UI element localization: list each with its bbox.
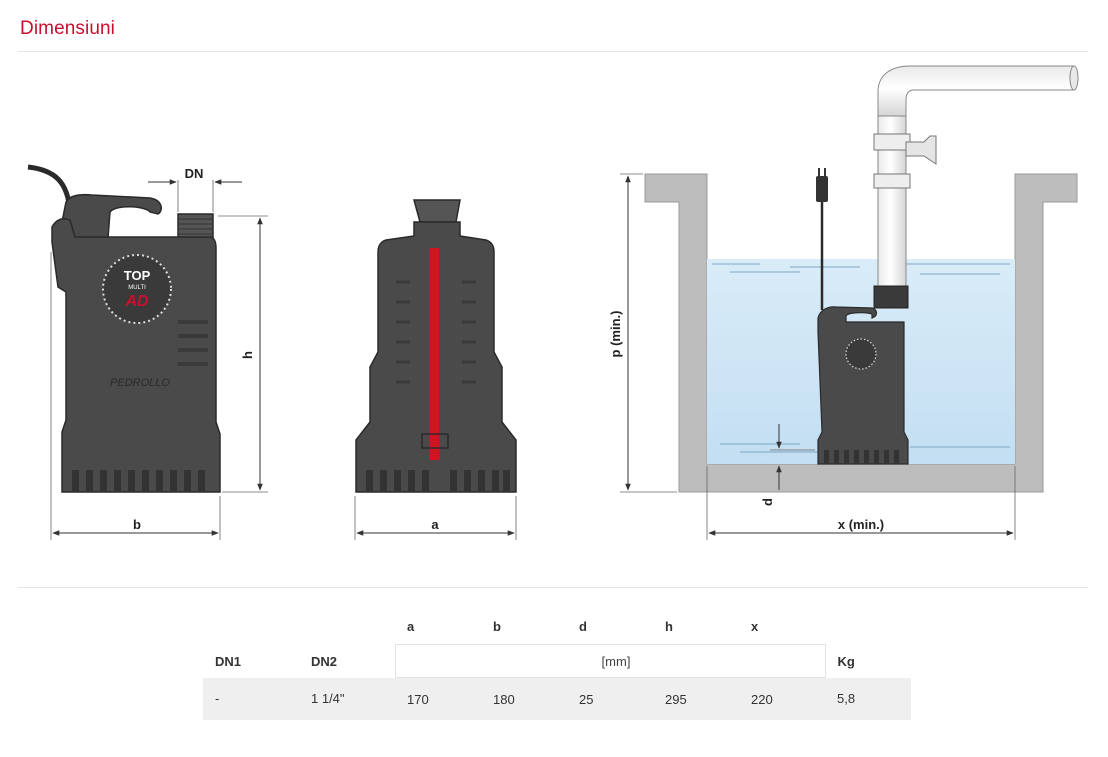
dim-a-label: a <box>431 517 439 532</box>
section-title: Dimensiuni <box>20 18 115 39</box>
table-divider <box>18 587 1088 588</box>
cell-dn2: 1 1/4" <box>299 677 395 720</box>
cell-kg: 5,8 <box>825 677 911 720</box>
table-row: - 1 1/4" 170 180 25 295 220 5,8 <box>203 677 911 720</box>
cell-h: 295 <box>653 677 739 720</box>
header-d: d <box>579 618 587 634</box>
header-h: h <box>665 618 673 634</box>
header-dn2: DN2 <box>311 653 338 669</box>
dim-h-label: h <box>240 351 255 359</box>
dim-d-label: d <box>760 498 775 506</box>
dim-dn-label: DN <box>185 166 204 181</box>
cell-b: 180 <box>481 677 567 720</box>
cell-a: 170 <box>395 677 481 720</box>
header-x: x <box>751 618 759 634</box>
badge-bottom-text: AD <box>124 293 149 310</box>
brand-logo: PEDROLLO <box>110 377 170 389</box>
table-header-units: DN1 DN2 [mm] Kg <box>203 644 911 678</box>
dim-b-label: b <box>133 517 141 532</box>
cell-x: 220 <box>739 677 825 720</box>
title-divider <box>18 51 1088 52</box>
header-dn1: DN1 <box>215 653 242 669</box>
header-kg: Kg <box>837 653 855 669</box>
cell-d: 25 <box>567 677 653 720</box>
dim-x-label: x (min.) <box>838 517 884 532</box>
header-a: a <box>407 618 415 634</box>
dimensions-table: a b d h x DN1 DN2 [mm] Kg - 1 1/4" 170 1… <box>203 608 911 720</box>
dim-p-label: p (min.) <box>608 311 623 358</box>
pump-side-view: TOP MULTI AD PEDROLLO h DN b <box>27 164 268 540</box>
badge-top-text: TOP <box>124 268 151 283</box>
cell-dn1: - <box>203 677 299 720</box>
top-multi-badge <box>102 254 172 324</box>
red-stripe <box>430 248 439 460</box>
header-b: b <box>493 618 501 634</box>
header-unit-mm: [mm] <box>394 644 826 678</box>
pump-front-view: a <box>354 199 517 540</box>
dimension-drawing: TOP MULTI AD PEDROLLO h DN b <box>27 65 1079 540</box>
badge-mid-text: MULTI <box>128 285 146 291</box>
installation-view: p (min.) d x (min.) <box>608 65 1079 540</box>
table-header-letters: a b d h x <box>203 608 911 645</box>
